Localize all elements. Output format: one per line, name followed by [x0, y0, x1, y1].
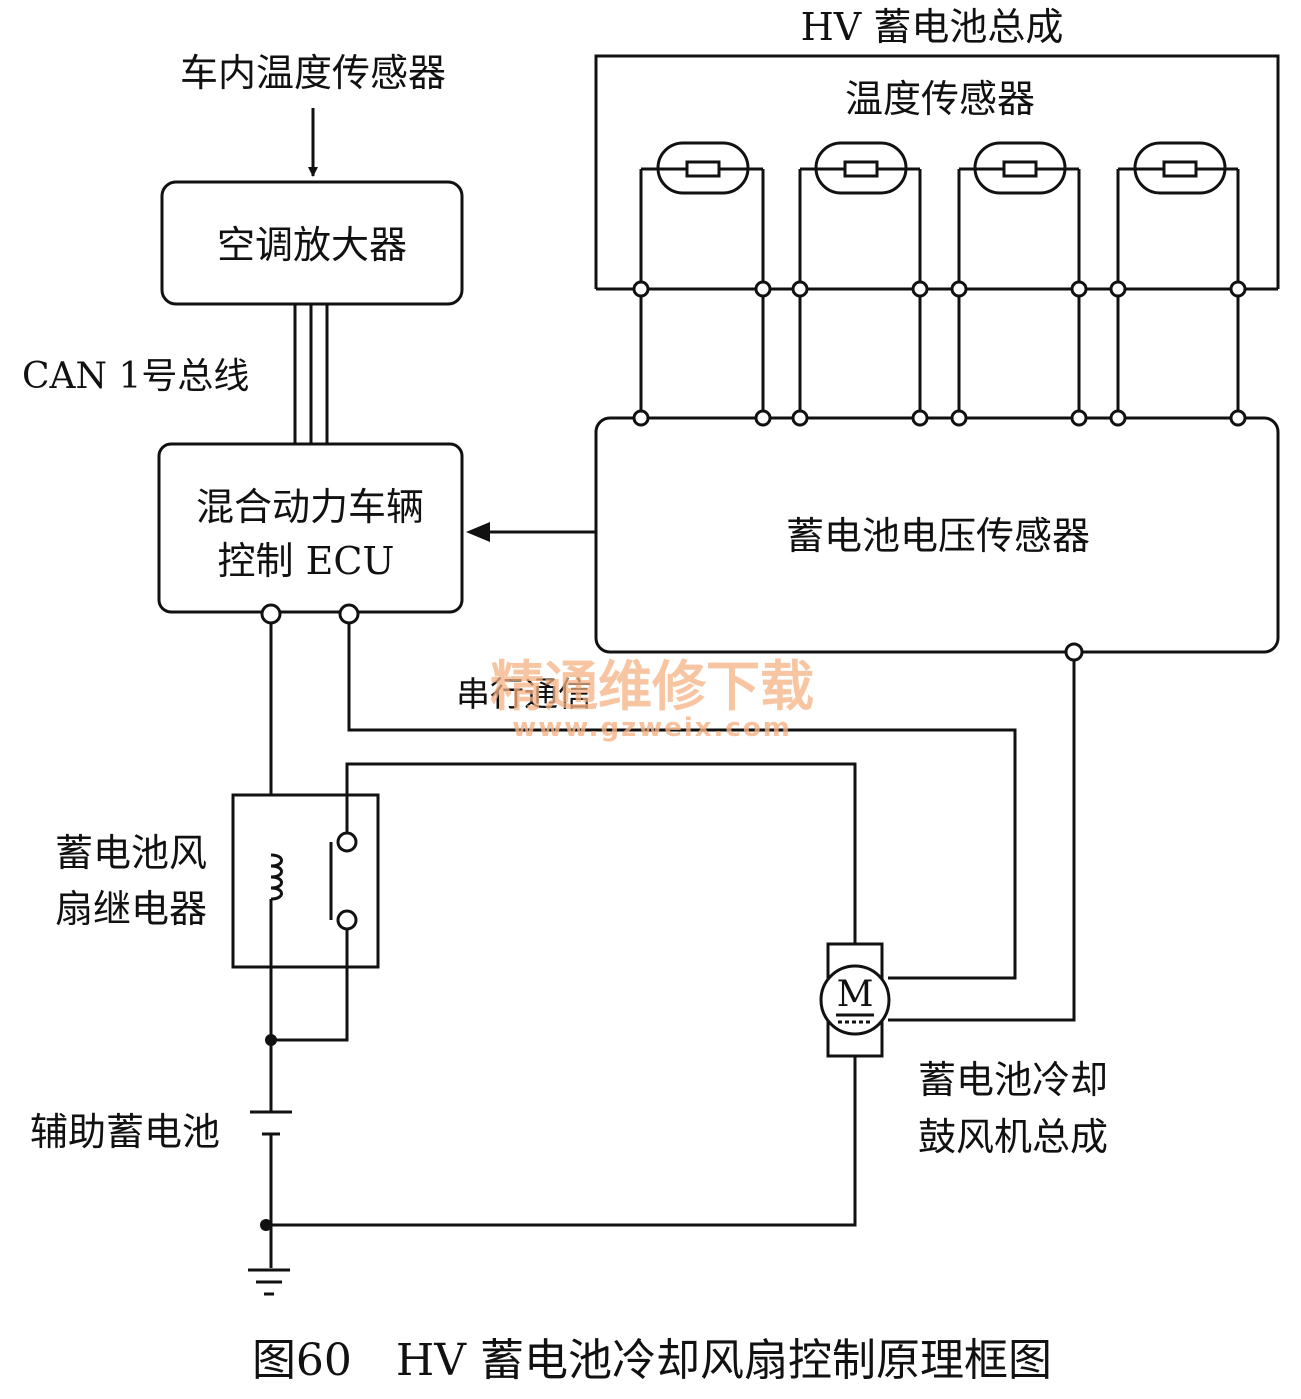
battery-cell-wiring	[596, 169, 1278, 418]
watermark-url: www.gzweix.com	[512, 713, 792, 743]
voltage-sensor-terminal	[1064, 642, 1084, 662]
ground-symbol	[248, 1268, 290, 1296]
ecu-terminal-left	[260, 603, 282, 625]
temp-sensor-4	[1118, 141, 1238, 195]
battery-nodes-lower	[632, 409, 1247, 427]
ecu-terminal-right	[338, 603, 360, 625]
cabin-temp-sensor-label: 车内温度传感器	[180, 51, 446, 95]
serial-comm-wire	[347, 623, 1017, 980]
temp-sensor-1	[641, 141, 763, 195]
aux-battery-label: 辅助蓄电池	[30, 1110, 220, 1154]
battery-voltage-sensor-label: 蓄电池电压传感器	[786, 514, 1090, 558]
relay-coil	[270, 853, 283, 901]
can-bus-label: CAN 1号总线	[22, 356, 249, 397]
blower-label-line1: 蓄电池冷却	[918, 1058, 1108, 1102]
fan-relay-label-line1: 蓄电池风	[55, 831, 207, 875]
hv-battery-assembly-label: HV 蓄电池总成	[801, 5, 1064, 49]
battery-nodes-upper	[632, 280, 1247, 298]
blower-label-line2: 鼓风机总成	[918, 1115, 1108, 1159]
voltage-to-ecu-arrowhead	[466, 522, 490, 542]
fan-relay-label-line2: 扇继电器	[55, 887, 207, 931]
fan-relay-box	[231, 793, 380, 969]
blower-motor-circle	[819, 964, 891, 1036]
hv-ecu-box	[157, 442, 464, 614]
battery-voltage-sensor-box	[594, 416, 1280, 654]
serial-comm-label: 串行通信	[456, 675, 592, 715]
watermark-title: 精通维修下载	[490, 655, 814, 718]
temp-sensor-3	[959, 141, 1079, 195]
relay-to-motor-wire	[345, 762, 857, 945]
ac-amplifier-label: 空调放大器	[217, 223, 407, 267]
relay-contact-to-junction-wire	[271, 929, 349, 1042]
hv-ecu-label-line1: 混合动力车辆	[196, 485, 424, 529]
temp-sensor-2	[800, 141, 920, 195]
relay-contact-lower	[336, 909, 358, 931]
motor-dc-marks	[836, 1013, 874, 1024]
figure-caption: 图60 HV 蓄电池冷却风扇控制原理框图	[252, 1335, 1052, 1386]
motor-symbol: M	[837, 974, 874, 1015]
can-bus-lines	[293, 304, 329, 444]
relay-contact-upper	[336, 831, 358, 853]
hv-battery-assembly-box	[594, 54, 1280, 289]
voltage-sensor-to-motor-wire	[888, 660, 1076, 1022]
motor-to-ground-wire	[266, 1055, 857, 1227]
hv-ecu-label-line2: 控制 ECU	[218, 539, 395, 583]
temp-sensor-label: 温度传感器	[845, 77, 1035, 121]
